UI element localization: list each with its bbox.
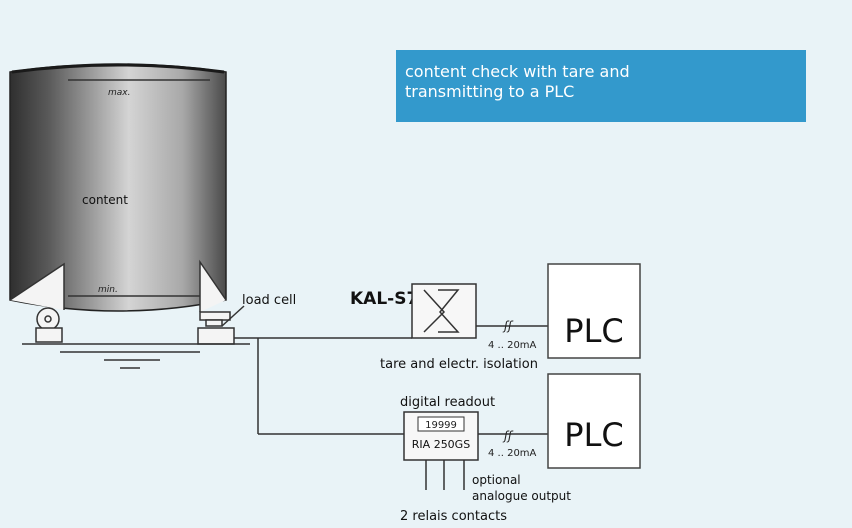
tank: max. content min. [9, 63, 227, 312]
optional-label-line2: analogue output [472, 489, 571, 503]
plc-upper-box [547, 263, 641, 359]
signal-break-upper: ʃʃ [502, 319, 514, 333]
readout-caption: digital readout [400, 395, 495, 410]
relais-label: 2 relais contacts [400, 509, 507, 524]
banner-line-2: transmitting to a PLC [405, 82, 575, 101]
ground [22, 343, 250, 369]
min-label: min. [98, 285, 118, 295]
content-label: content [82, 193, 128, 207]
signal-lower-label: 4 .. 20mA [488, 448, 537, 459]
signal-upper-label: 4 .. 20mA [488, 340, 537, 351]
load-cell-label: load cell [242, 293, 296, 308]
converter-name: KAL-S7 [350, 289, 418, 309]
plc-lower-box [547, 373, 641, 469]
max-label: max. [108, 88, 130, 98]
tank-supports [9, 259, 231, 343]
plc-lower-label: PLC [564, 416, 623, 454]
readout-digits: 19999 [425, 420, 457, 431]
converter-caption: tare and electr. isolation [380, 357, 538, 372]
readout-model: RIA 250GS [412, 438, 470, 451]
optional-label-line1: optional [472, 473, 521, 487]
title-banner: content check with tare and transmitting… [396, 50, 806, 122]
signal-break-lower: ʃʃ [502, 429, 514, 443]
banner-line-1: content check with tare and [405, 62, 630, 81]
converter-box [411, 283, 477, 339]
wiring [234, 325, 548, 490]
readout-display [417, 416, 465, 432]
plc-upper-label: PLC [564, 312, 623, 350]
